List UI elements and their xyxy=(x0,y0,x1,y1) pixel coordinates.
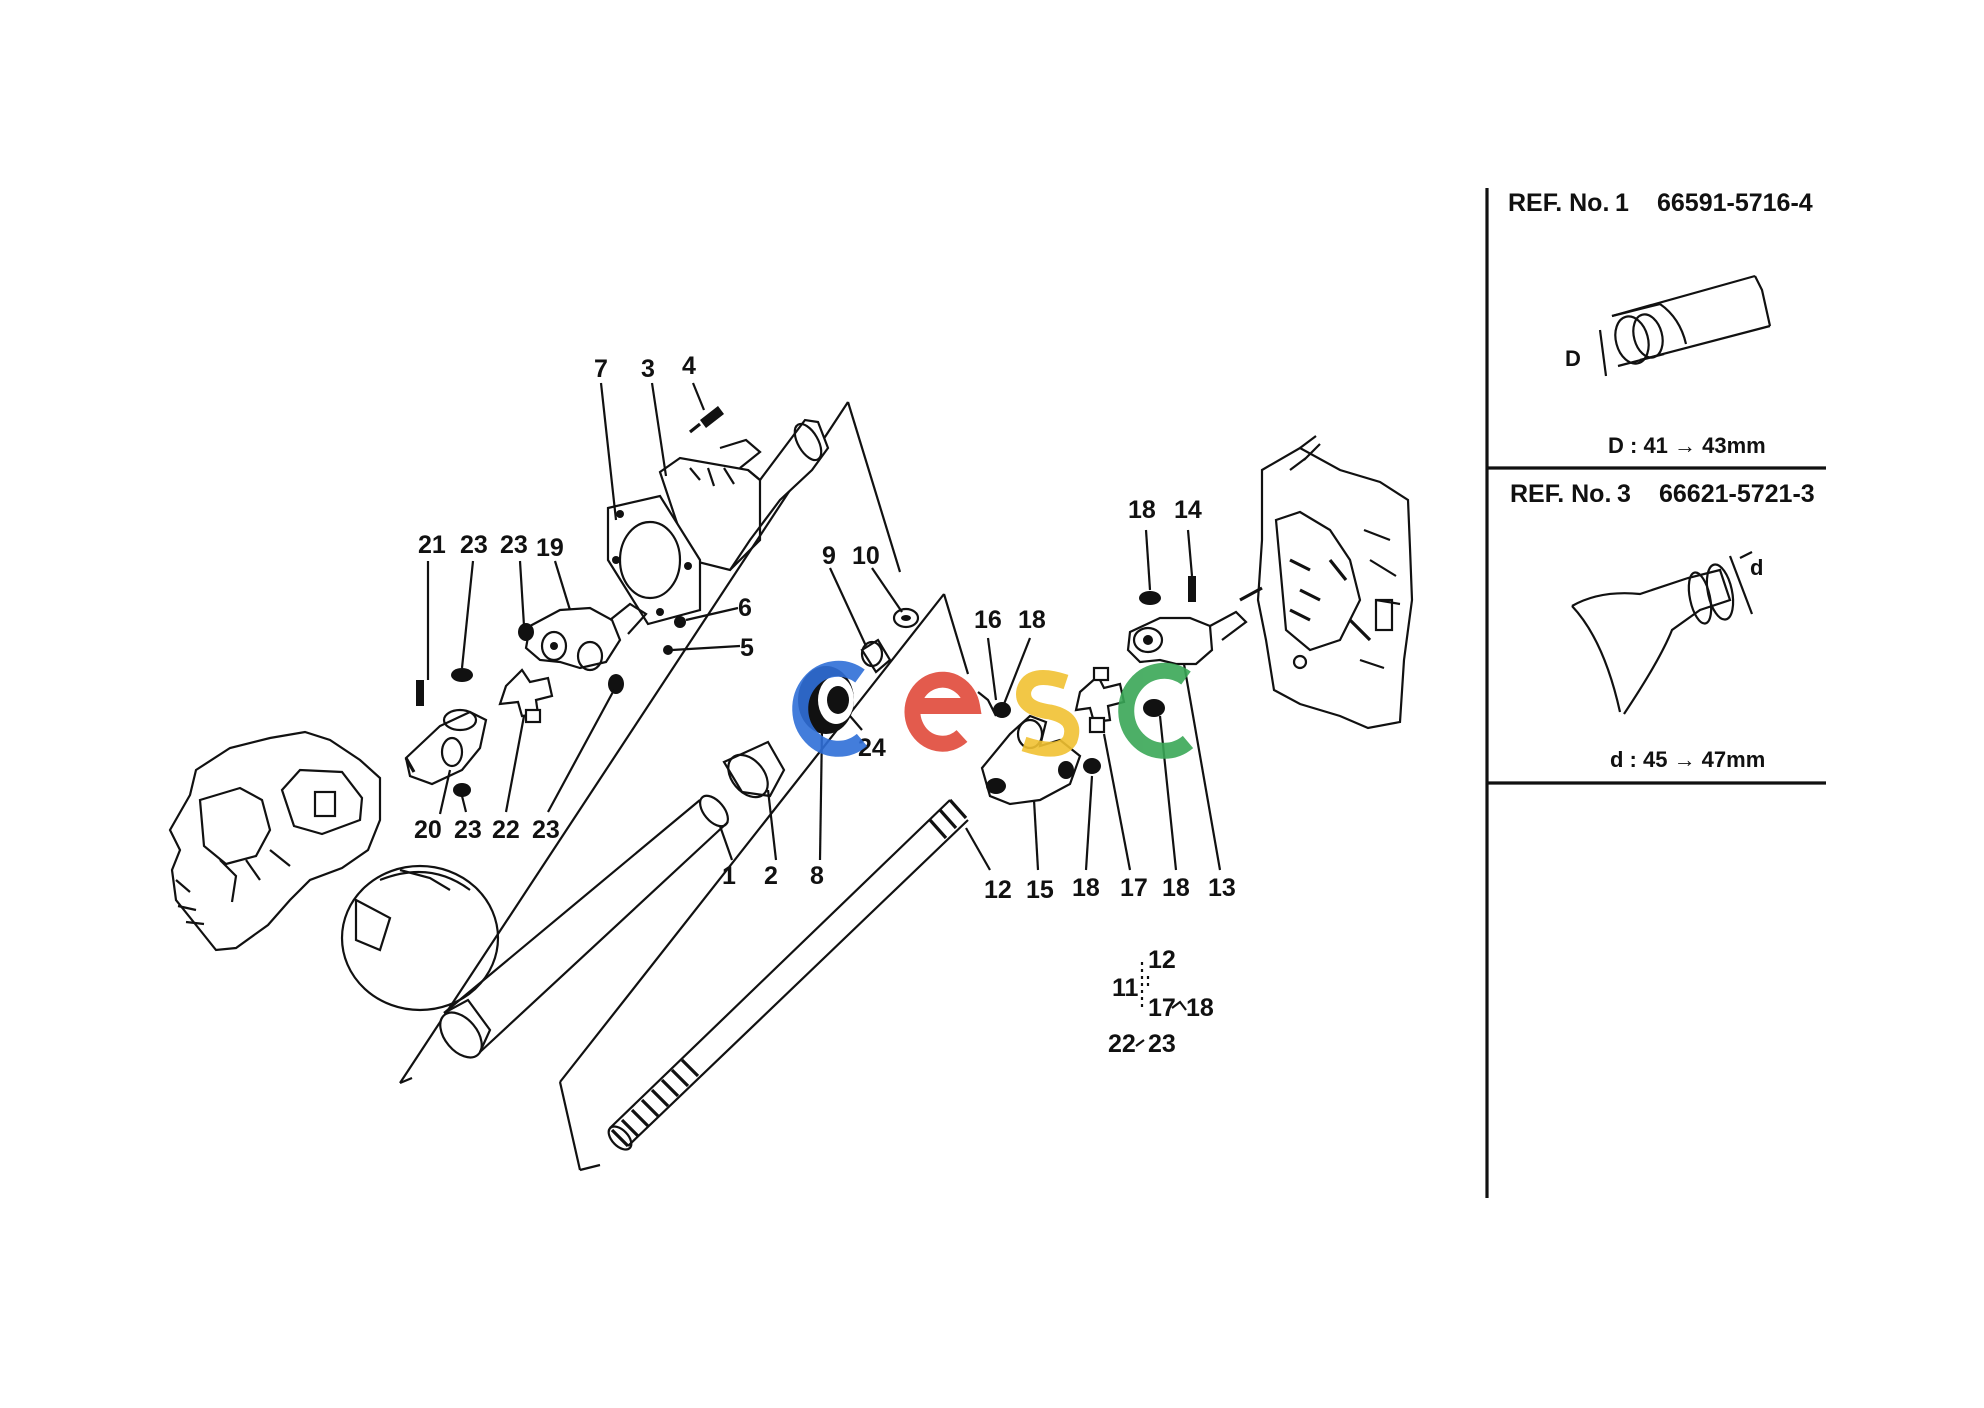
callout-7: 7 xyxy=(594,355,608,383)
assembly-note-23: 23 xyxy=(1148,1030,1176,1058)
callout-23-top-right: 23 xyxy=(500,531,528,559)
callout-5: 5 xyxy=(740,634,754,662)
ref-panel-3-title: REF. No. xyxy=(1510,480,1611,508)
assembly-note-18: 18 xyxy=(1186,994,1214,1022)
callout-18-bottom-left: 18 xyxy=(1072,874,1100,902)
watermark-letter-c-green xyxy=(1118,662,1194,759)
assembly-note-22: 22 xyxy=(1108,1030,1136,1058)
callout-17: 17 xyxy=(1120,874,1148,902)
cross-spider-part-22 xyxy=(498,668,554,724)
callout-labels: 7 3 4 6 5 21 23 23 19 20 23 22 23 9 10 2… xyxy=(414,352,1236,904)
ref-panel-3-spec: d : 45 → 47mm xyxy=(1610,747,1765,772)
watermark-letter-c-blue xyxy=(792,660,868,757)
bolt-part-6 xyxy=(674,606,739,628)
yoke-part-13 xyxy=(1126,610,1248,666)
assembly-note-11: 11 xyxy=(1112,974,1139,1002)
watermark-letter-s-yellow xyxy=(1016,670,1080,757)
callout-22: 22 xyxy=(492,816,520,844)
watermark-logo xyxy=(792,660,1194,759)
leader-lines xyxy=(426,382,1222,871)
yoke-part-15 xyxy=(980,714,1082,806)
ref-panel-1-number: 1 xyxy=(1615,189,1629,217)
callout-1: 1 xyxy=(722,862,736,890)
callout-8: 8 xyxy=(810,862,824,890)
watermark-letter-e-red xyxy=(904,671,982,752)
callout-10: 10 xyxy=(852,542,880,570)
assembly-note-17: 17 xyxy=(1148,994,1176,1022)
yoke-part-20 xyxy=(404,708,488,786)
ring-part-10 xyxy=(892,607,920,629)
callout-23-bottom-left: 23 xyxy=(454,816,482,844)
callout-18-top: 18 xyxy=(1128,496,1156,524)
ref-panel-3-number: 3 xyxy=(1617,480,1631,508)
callout-19: 19 xyxy=(536,534,564,562)
ref-panel-1-dim-letter: D xyxy=(1565,346,1581,371)
grease-nipple-part-14 xyxy=(1188,576,1196,602)
bushing-part-9 xyxy=(860,638,892,674)
callout-13: 13 xyxy=(1208,874,1236,902)
callout-23-top-left: 23 xyxy=(460,531,488,559)
assembly-note-12: 12 xyxy=(1148,946,1176,974)
cross-spider-part-17 xyxy=(1074,666,1126,734)
transmission-case xyxy=(1239,435,1414,730)
shaft-cover-part-2 xyxy=(722,740,786,799)
ref-panel-3-dim-letter: d xyxy=(1750,555,1763,580)
ref-panel-3: REF. No. 3 66621-5721-3 d d : 45 → 47mm xyxy=(1510,480,1815,772)
reference-panel-frame xyxy=(1485,188,1826,1198)
callout-9: 9 xyxy=(822,542,836,570)
callout-18-mid: 18 xyxy=(1018,606,1046,634)
bell-end-illustration xyxy=(1571,551,1754,715)
pipe-end-illustration xyxy=(1598,274,1772,377)
bolt-part-4 xyxy=(689,406,724,434)
ref-panel-1-title: REF. No. xyxy=(1508,189,1609,217)
callout-23-bottom-right: 23 xyxy=(532,816,560,844)
callout-18-bottom-right: 18 xyxy=(1162,874,1190,902)
callout-14: 14 xyxy=(1174,496,1202,524)
callout-3: 3 xyxy=(641,355,655,383)
grease-nipple-part-21 xyxy=(416,680,424,706)
callout-12: 12 xyxy=(984,876,1012,904)
retainer-part-16 xyxy=(977,691,997,717)
ref-panel-1-part-number: 66591-5716-4 xyxy=(1657,189,1813,217)
bolt-part-5 xyxy=(663,644,741,655)
bearing-cups-part-23 xyxy=(451,623,624,797)
callout-6: 6 xyxy=(738,594,752,622)
assembly-note: 12 11 17 18 22 23 xyxy=(1108,946,1214,1058)
spline-teeth-lower xyxy=(610,1058,700,1148)
bearing-cups-part-18 xyxy=(993,591,1165,774)
drive-shaft-part-1 xyxy=(439,794,729,1059)
splined-shaft-part-12 xyxy=(607,798,969,1151)
callout-21: 21 xyxy=(418,531,446,559)
callout-20: 20 xyxy=(414,816,442,844)
gasket-flange-part-7 xyxy=(606,494,702,626)
callout-15: 15 xyxy=(1026,876,1054,904)
callout-16: 16 xyxy=(974,606,1002,634)
yoke-part-19 xyxy=(524,602,648,672)
callout-4: 4 xyxy=(682,352,696,380)
front-axle-housing xyxy=(168,730,500,1012)
ref-panel-3-part-number: 66621-5721-3 xyxy=(1659,480,1815,508)
ref-panel-1-spec: D : 41 → 43mm xyxy=(1608,433,1766,458)
callout-2: 2 xyxy=(764,862,778,890)
shaft-frame-outline xyxy=(399,401,970,1172)
spline-teeth-upper xyxy=(928,798,968,840)
ref-panel-1: REF. No. 1 66591-5716-4 D D : 41 → 43mm xyxy=(1508,189,1813,458)
